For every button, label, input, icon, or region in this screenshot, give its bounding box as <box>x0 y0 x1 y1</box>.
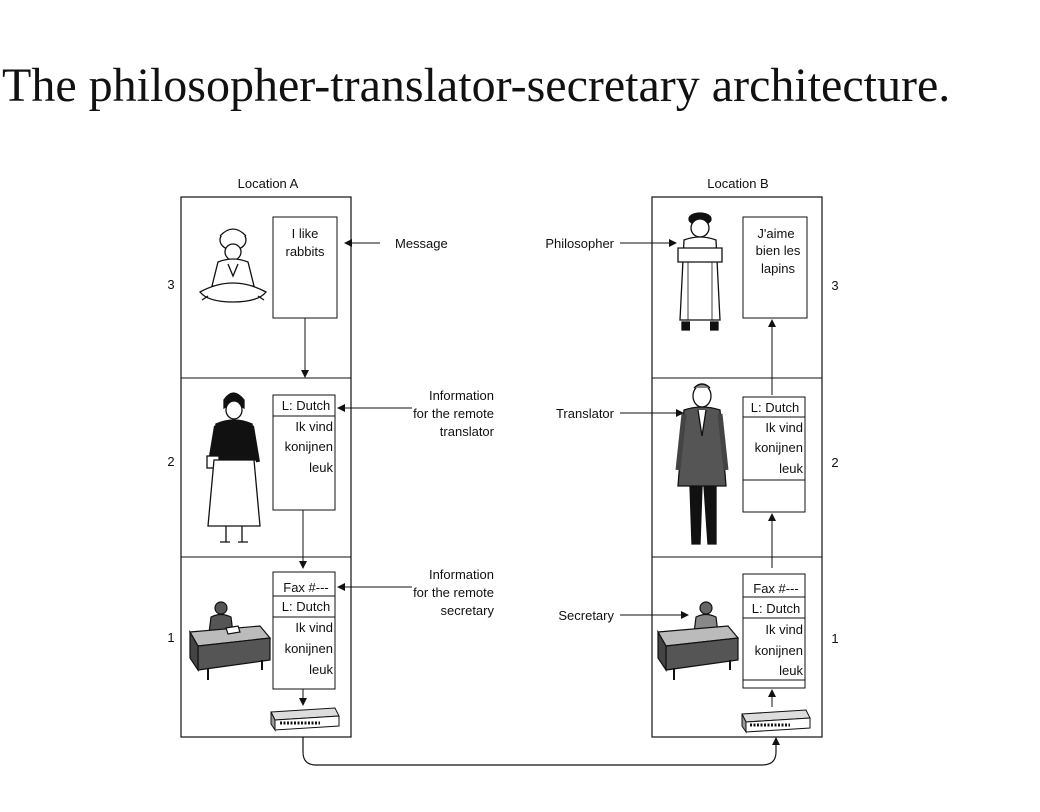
a-secretary-paper <box>272 571 336 690</box>
meditating-philosopher-icon <box>199 228 267 303</box>
info-secretary-line-3: secretary <box>441 603 495 618</box>
layer-number-a-3: 3 <box>167 277 174 292</box>
role-translator: Translator <box>556 406 615 421</box>
b-message-line-2: bien les <box>756 243 801 258</box>
location-a-frame <box>180 196 352 738</box>
layer-number-a-2: 2 <box>167 454 174 469</box>
male-translator-icon <box>675 383 729 545</box>
location-a-label: Location A <box>238 176 299 191</box>
fax-connection-line <box>302 737 780 766</box>
b-l2-line-2: konijnen <box>755 440 803 455</box>
a-l2-line-2: konijnen <box>285 439 333 454</box>
location-b-label: Location B <box>707 176 768 191</box>
a-translator-paper <box>272 394 336 511</box>
info-translator-line-1: Information <box>429 388 494 403</box>
secretary-desk-icon <box>189 601 272 680</box>
b-secretary-paper <box>742 573 806 689</box>
b-l1-fax: Fax #--- <box>753 581 799 596</box>
info-secretary-line-2: for the remote <box>413 585 494 600</box>
a-l2-line-3: leuk <box>309 460 333 475</box>
info-translator-line-2: for the remote <box>413 406 494 421</box>
b-message-line-3: lapins <box>761 261 795 276</box>
message-label: Message <box>395 236 448 251</box>
b-l1-line-2: konijnen <box>755 643 803 658</box>
b-message-paper <box>742 216 808 319</box>
a-l1-fax: Fax #--- <box>283 580 329 595</box>
b-translator-paper <box>742 396 806 513</box>
fax-machine-a-icon <box>270 707 340 732</box>
a-message-paper <box>272 216 338 319</box>
role-secretary: Secretary <box>558 608 614 623</box>
info-translator-line-3: translator <box>440 424 495 439</box>
b-l2-line-3: leuk <box>779 461 803 476</box>
a-l1-line-3: leuk <box>309 662 333 677</box>
page-title: The philosopher-translator-secretary arc… <box>2 59 951 112</box>
role-philosopher: Philosopher <box>545 236 614 251</box>
a-message-line-1: I like <box>292 226 319 241</box>
female-translator-icon <box>206 392 261 543</box>
b-l1-lang: L: Dutch <box>752 601 800 616</box>
b-l2-header: L: Dutch <box>751 400 799 415</box>
a-l1-line-1: Ik vind <box>295 620 333 635</box>
a-message-line-2: rabbits <box>285 244 325 259</box>
b-l1-line-3: leuk <box>779 663 803 678</box>
layer-number-b-1: 1 <box>831 631 838 646</box>
b-l1-line-1: Ik vind <box>765 622 803 637</box>
location-b-frame <box>651 196 823 738</box>
fax-machine-b-icon <box>741 709 811 734</box>
a-l2-header: L: Dutch <box>282 398 330 413</box>
secretary-desk-b-icon <box>657 601 740 680</box>
b-l2-line-1: Ik vind <box>765 420 803 435</box>
info-secretary-line-1: Information <box>429 567 494 582</box>
a-l1-lang: L: Dutch <box>282 599 330 614</box>
monk-philosopher-icon <box>677 212 723 331</box>
a-l1-line-2: konijnen <box>285 641 333 656</box>
layer-number-b-3: 3 <box>831 278 838 293</box>
b-message-line-1: J'aime <box>757 226 794 241</box>
layer-number-b-2: 2 <box>831 455 838 470</box>
layer-number-a-1: 1 <box>167 630 174 645</box>
a-l2-line-1: Ik vind <box>295 419 333 434</box>
